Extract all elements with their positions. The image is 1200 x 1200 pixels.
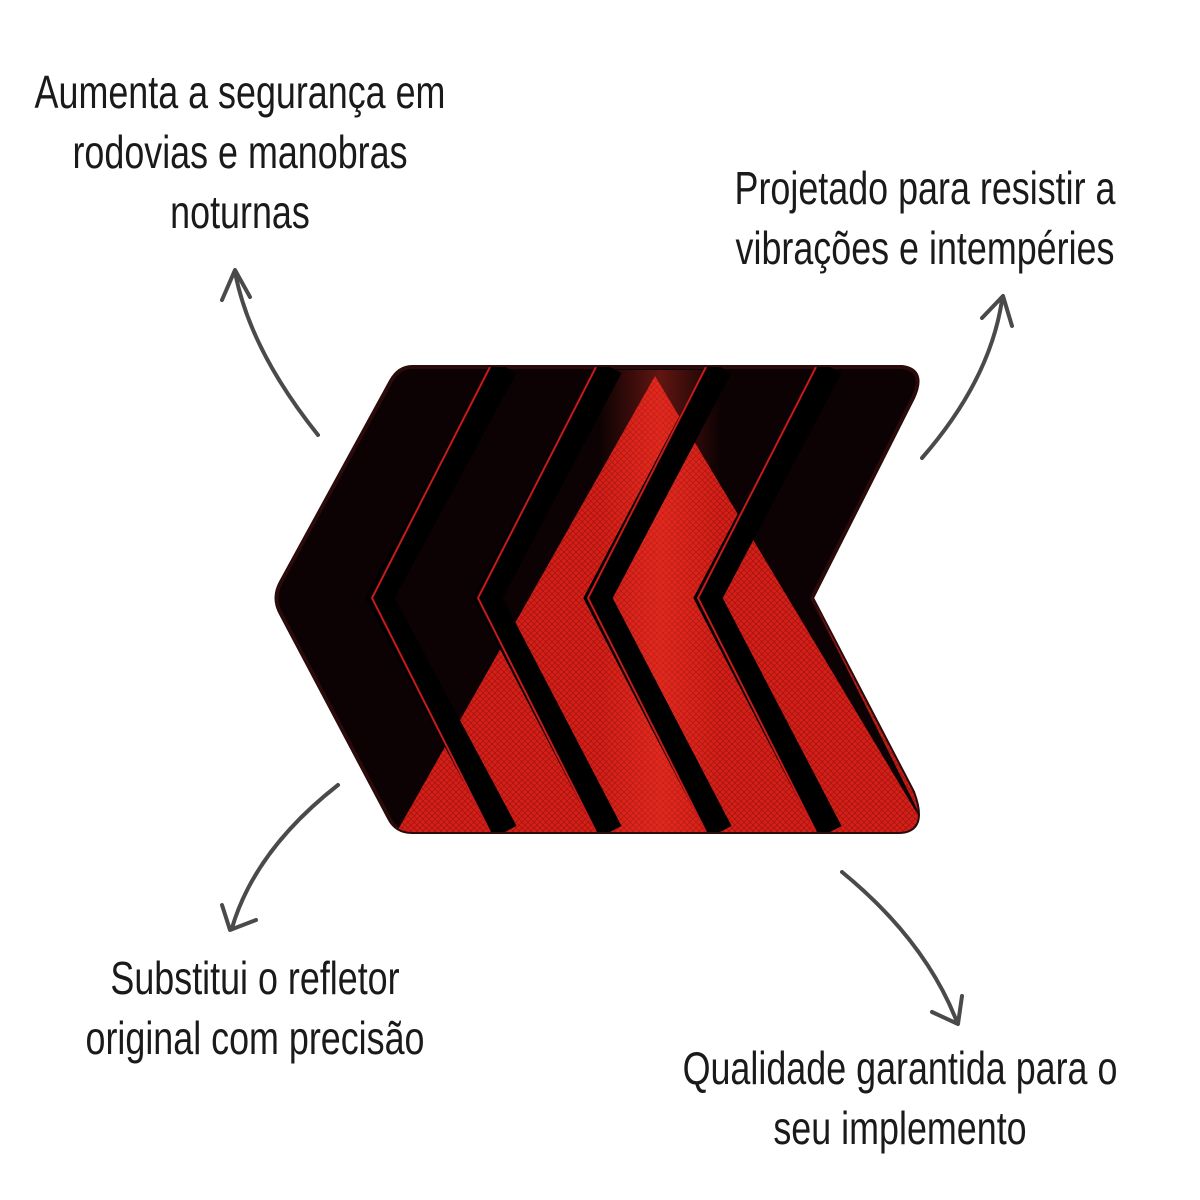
chevron-stripe <box>693 367 842 832</box>
feature-caption-safety: Aumenta a segurança em rodovias e manobr… <box>6 62 474 242</box>
chevron-stripe <box>365 367 517 832</box>
curved-arrow-icon <box>920 294 1014 460</box>
caption-line: seu implemento <box>773 1102 1027 1154</box>
curved-arrow-icon <box>220 268 320 437</box>
feature-caption-fit: Substitui o refletor original com precis… <box>21 948 489 1068</box>
caption-line: vibrações e intempéries <box>735 222 1115 274</box>
caption-line: Qualidade garantida para o <box>682 1042 1118 1094</box>
caption-line: Substitui o refletor <box>110 952 400 1004</box>
chevron-stripe <box>473 367 622 832</box>
feature-caption-durability: Projetado para resistir a vibrações e in… <box>691 158 1159 278</box>
chevron-stripe <box>583 367 732 832</box>
caption-line: noturnas <box>170 186 310 238</box>
caption-line: Projetado para resistir a <box>734 162 1116 214</box>
caption-line: Aumenta a segurança em <box>34 66 446 118</box>
feature-caption-quality: Qualidade garantida para o seu implement… <box>666 1038 1134 1158</box>
curved-arrow-icon <box>220 783 340 932</box>
caption-line: original com precisão <box>85 1012 425 1064</box>
caption-line: rodovias e manobras <box>72 126 408 178</box>
reflector <box>274 365 920 834</box>
curved-arrow-icon <box>840 870 964 1026</box>
